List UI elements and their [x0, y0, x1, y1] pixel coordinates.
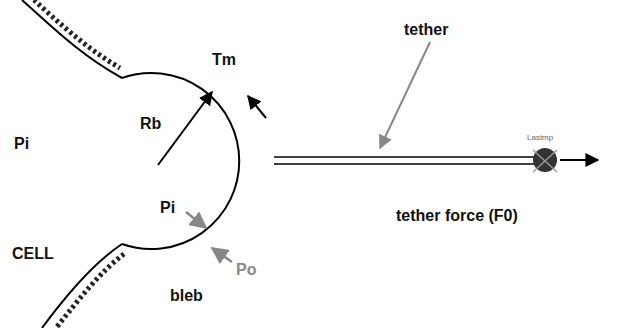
trap-cross	[533, 150, 557, 172]
label-text: Tm	[212, 52, 236, 68]
label-text: Po	[236, 262, 256, 278]
pressure-arrow	[212, 248, 232, 262]
radius-arrow	[158, 92, 212, 165]
tension-arrow	[248, 96, 266, 118]
label-text: Rb	[140, 116, 161, 132]
label-text: bleb	[170, 288, 203, 304]
tether-line	[274, 156, 534, 158]
cell-membrane	[42, 244, 122, 328]
bead	[533, 148, 557, 172]
tether-line	[274, 163, 534, 165]
label-text: tether	[404, 22, 448, 38]
label-text: CELL	[12, 246, 54, 262]
membrane-hatching	[34, 0, 120, 68]
force-arrow	[560, 159, 598, 161]
bleb-outline	[122, 73, 239, 249]
leader-line	[380, 42, 430, 148]
cell-membrane	[22, 0, 122, 78]
pressure-arrow	[186, 212, 206, 228]
trap-cross	[533, 150, 557, 172]
label-text: Pi	[14, 136, 29, 152]
label-text: Lastmp	[527, 134, 553, 142]
membrane-hatching	[56, 254, 124, 328]
label-text: Pi	[160, 200, 175, 216]
label-text: tether force (F0)	[396, 208, 518, 224]
